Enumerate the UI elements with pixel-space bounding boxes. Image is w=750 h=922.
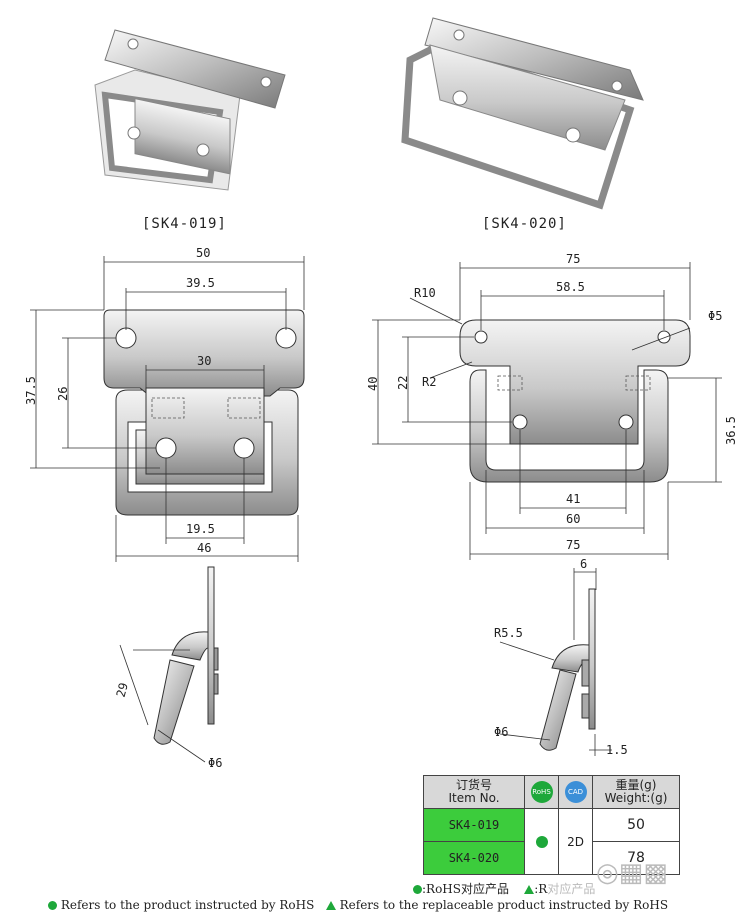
header-weight-en: Weight:(g) [604,791,668,805]
item-cell: SK4-020 [423,841,525,875]
footer-rohs-note: Refers to the product instructed by RoHS [60,898,315,912]
spec-table-header: 订货号 Item No. RoHS CAD 重量(g) Weight:(g) [423,775,680,809]
dim-right-plate: 1.5 [606,743,628,757]
product-photo-sk4-019 [94,29,286,191]
dim-right-wire-dia: Φ6 [494,725,508,739]
dim-left-bottom-width: 46 [197,541,211,555]
legend-replace-tail: 对应产品 [547,882,596,896]
rohs-dot-icon [48,901,57,910]
dim-right-thickness: 6 [580,557,587,571]
dim-right-hole-dia: Φ5 [708,309,722,323]
replace-triangle-icon [325,901,336,910]
right-dimension-lines [372,262,722,560]
header-cad: CAD [558,775,593,809]
header-rohs: RoHS [524,775,559,809]
dim-right-bottom-width: 75 [566,538,580,552]
dim-right-overall-width: 75 [566,252,580,266]
dim-left-inner-width: 30 [197,354,211,368]
dim-right-small-radius: R2 [422,375,436,389]
right-side-view [499,568,612,756]
dim-right-bend-radius: R5.5 [494,626,523,640]
dim-left-overall-width: 50 [196,246,210,260]
cad-icon: CAD [564,781,587,803]
legend: :RoHS对应产品 :R对应产品 [413,880,595,897]
header-item-no-cn: 订货号 [455,778,492,792]
header-weight-cn: 重量(g) [615,778,657,792]
dim-right-ring-height: 36.5 [724,416,738,445]
dim-right-height: 40 [366,377,380,391]
replace-triangle-icon [524,885,535,894]
weight-cell: 50 [592,808,680,842]
table-row: SK4-020 78 [423,841,680,875]
left-side-view [119,566,219,763]
header-weight: 重量(g) Weight:(g) [592,775,680,809]
left-front-view [103,309,305,516]
spec-table: 订货号 Item No. RoHS CAD 重量(g) Weight:(g) S… [423,775,680,875]
dim-left-lower-hole-spacing: 19.5 [186,522,215,536]
left-dimension-lines [30,256,305,562]
dim-right-corner-radius: R10 [414,286,436,300]
cad-cell: 2D [558,808,593,875]
weight-cell: 78 [592,841,680,875]
legend-rohs: :RoHS对应产品 [422,882,509,896]
caption-sk4-020: [SK4-020] [482,216,567,232]
footer-replace-note: Refers to the replaceable product instru… [339,898,669,912]
caption-sk4-019: [SK4-019] [142,216,227,232]
watermark-logo-icon: ◎▦▩ [596,858,668,888]
header-item-no-en: Item No. [448,791,500,805]
right-front-view [459,319,691,483]
table-row: SK4-019 2D 50 [423,808,680,875]
product-photo-sk4-020 [401,17,644,210]
dim-right-lower-hole-spacing: 41 [566,492,580,506]
rohs-dot-icon [413,885,422,894]
item-cell: SK4-019 [423,808,525,842]
rohs-icon: RoHS [530,781,553,803]
dim-left-height: 37.5 [24,376,38,405]
dim-left-hole-spacing: 39.5 [186,276,215,290]
dim-right-ring-inner: 60 [566,512,580,526]
footer-notes: Refers to the product instructed by RoHS… [48,898,668,912]
dim-left-side-length: 29 [114,681,131,699]
dim-right-hole-spacing: 58.5 [556,280,585,294]
dim-left-hole-height: 26 [56,387,70,401]
dim-left-wire-dia: Φ6 [208,756,222,770]
legend-replace: :R [534,882,548,896]
rohs-dot-icon [535,836,548,848]
rohs-cell [524,808,559,875]
header-item-no: 订货号 Item No. [423,775,525,809]
dim-right-hole-height: 22 [396,376,410,390]
